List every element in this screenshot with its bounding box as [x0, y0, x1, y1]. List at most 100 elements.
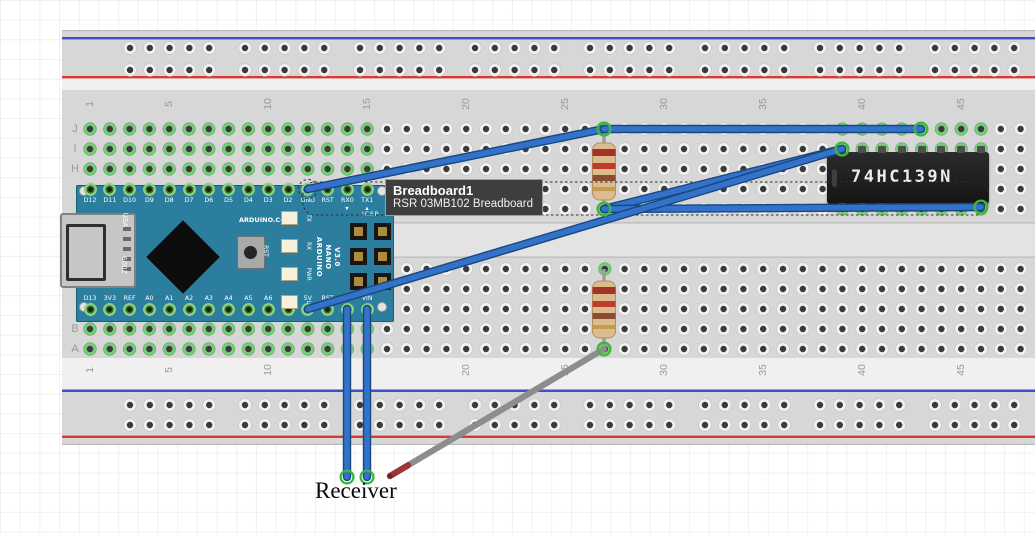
pin-label-5v: 5V — [303, 295, 312, 302]
pin-label-d6: D6 — [204, 197, 214, 204]
arduino-pin-top[interactable] — [281, 182, 295, 196]
reset-button[interactable] — [237, 236, 265, 269]
arduino-pin-bottom[interactable] — [103, 302, 117, 316]
pin-label-a4: A4 — [224, 295, 233, 302]
resistor2[interactable] — [592, 269, 616, 349]
part-tooltip: Breadboard1 RSR 03MB102 Breadboard — [385, 179, 543, 216]
arduino-pin-top[interactable] — [123, 182, 137, 196]
receiver-caption: Receiver — [315, 478, 397, 503]
wire-5v-to-ic-topleft[interactable] — [303, 144, 847, 314]
pin-label-ref: REF — [123, 295, 136, 302]
wire-end-ring — [973, 199, 989, 215]
bottom-rail-red-stripe — [62, 435, 1035, 438]
row-letter: J — [72, 123, 78, 135]
wire-gnd-to-resistor1-top[interactable] — [303, 124, 609, 194]
led-pwr — [281, 267, 298, 281]
icsp-label: ICSP — [362, 211, 380, 218]
row-letter: B — [71, 323, 79, 335]
wire-end-ring — [596, 121, 612, 137]
arduino-pin-bottom[interactable] — [142, 302, 156, 316]
icsp-pin-pad — [378, 252, 387, 261]
pin-label-d4: D4 — [243, 197, 253, 204]
pin-label-rx0: RX0 — [341, 197, 354, 204]
arduino-pin-bottom[interactable] — [123, 302, 137, 316]
arduino-pin-top[interactable] — [261, 182, 275, 196]
bottom-rail-blue-stripe — [62, 389, 1035, 392]
tx-marker-icon: ▲ — [364, 206, 370, 212]
arduino-pin-bottom[interactable] — [261, 302, 275, 316]
arduino-pin-top[interactable] — [222, 182, 236, 196]
top-rail-blue-stripe — [62, 37, 1035, 40]
pin-label-d2: D2 — [283, 197, 293, 204]
arduino-brand-text: ARDUINO.CC — [239, 216, 285, 224]
icsp-pin — [350, 273, 367, 290]
arduino-pin-top[interactable] — [182, 182, 196, 196]
pin-label-d11: D11 — [103, 197, 117, 204]
wire-receiver-antenna[interactable] — [386, 345, 608, 480]
arduino-pin-top[interactable] — [241, 182, 255, 196]
rx-marker-icon: ▼ — [344, 206, 350, 212]
pin-label-d3: D3 — [263, 197, 273, 204]
icsp-pin-pad — [354, 277, 363, 286]
chip-pin — [937, 146, 946, 153]
pin-label-gnd: GND — [300, 197, 316, 204]
arduino-pin-bottom[interactable] — [182, 302, 196, 316]
icsp-pin-pad — [354, 227, 363, 236]
pin-label-a0: A0 — [145, 295, 154, 302]
pin-label-d8: D8 — [164, 197, 174, 204]
wire-end-ring — [596, 341, 612, 357]
chip-pin — [897, 146, 906, 153]
pin-label-tx1: TX1 — [361, 197, 374, 204]
arduino-pin-bottom[interactable] — [83, 302, 97, 316]
icsp-pin — [374, 248, 391, 265]
row-letter: H — [71, 163, 79, 175]
chip-pin — [977, 146, 985, 153]
arduino-pin-bottom[interactable] — [222, 302, 236, 316]
chip-pin — [917, 146, 926, 153]
icsp-pin — [350, 248, 367, 265]
pin-label-a2: A2 — [184, 295, 194, 302]
usb-solder-pins — [123, 227, 131, 273]
arduino-pin-top[interactable] — [360, 182, 374, 196]
chip-notch — [832, 169, 837, 187]
icsp-pin — [374, 223, 391, 240]
chip-pin — [858, 146, 867, 153]
pin-label-d9: D9 — [144, 197, 154, 204]
arduino-pin-top[interactable] — [162, 182, 176, 196]
pin-label-d13: D13 — [83, 295, 97, 302]
icsp-pin-pad — [378, 277, 387, 286]
top-rail-red-stripe — [62, 76, 1035, 79]
arduino-pin-top[interactable] — [142, 182, 156, 196]
pin-label-a6: A6 — [264, 295, 273, 302]
arduino-pin-bottom[interactable] — [202, 302, 216, 316]
chip-pin — [878, 146, 886, 153]
icsp-pin — [350, 223, 367, 240]
arduino-pin-bottom[interactable] — [162, 302, 176, 316]
reset-button-cap — [244, 246, 257, 259]
led-rx — [281, 239, 298, 253]
arduino-pin-top[interactable] — [83, 182, 97, 196]
wire-end-ring — [596, 201, 612, 217]
arduino-pin-bottom[interactable] — [241, 302, 255, 316]
wire-end-ring — [834, 141, 850, 157]
pin-label-vin: VIN — [361, 295, 373, 302]
pin-label-d5: D5 — [224, 197, 234, 204]
tooltip-subtitle: RSR 03MB102 Breadboard — [393, 198, 533, 210]
tooltip-title: Breadboard1 — [393, 183, 474, 198]
wire-resistor1-bottom-to-ic-bottomright[interactable] — [599, 202, 986, 214]
pin-label-d12: D12 — [83, 197, 97, 204]
mounting-hole — [377, 302, 387, 312]
mini-usb-connector — [60, 213, 136, 288]
pin-label-rst: RST — [321, 197, 334, 204]
led-l — [281, 295, 298, 309]
arduino-pin-top[interactable] — [202, 182, 216, 196]
arduino-pin-top[interactable] — [103, 182, 117, 196]
wire-end-ring — [359, 469, 375, 485]
pin-label-a1: A1 — [165, 295, 174, 302]
resistor1[interactable] — [592, 129, 616, 209]
pin-label-a5: A5 — [244, 295, 253, 302]
chip-pin — [957, 146, 966, 153]
